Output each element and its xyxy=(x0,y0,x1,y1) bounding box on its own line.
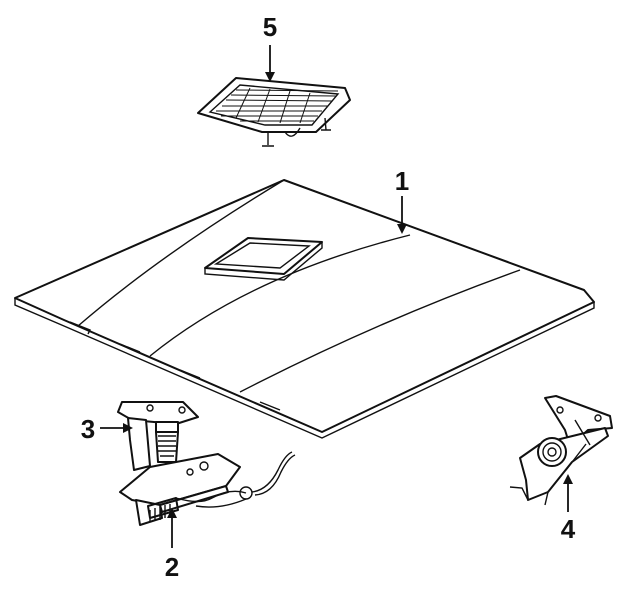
callout-1: 1 xyxy=(395,166,409,196)
leader-lines xyxy=(100,45,573,548)
callout-2: 2 xyxy=(165,552,179,582)
part-2-hood-latch xyxy=(119,451,296,526)
callout-4: 4 xyxy=(561,514,576,544)
part-1-hood-panel xyxy=(14,179,595,439)
arrowhead-5 xyxy=(265,72,275,82)
part-5-grille-insert xyxy=(197,77,351,147)
arrowhead-1 xyxy=(397,224,407,234)
hood-scoop-opening xyxy=(204,237,323,281)
callout-labels: 5 1 3 2 4 xyxy=(81,12,576,582)
arrowhead-3 xyxy=(123,423,133,433)
callout-3: 3 xyxy=(81,414,95,444)
part-3-latch-striker xyxy=(117,401,199,471)
arrowhead-2 xyxy=(167,508,177,518)
part-4-hood-hinge xyxy=(509,395,613,506)
arrowhead-4 xyxy=(563,474,573,484)
callout-5: 5 xyxy=(263,12,277,42)
striker-spring xyxy=(155,421,179,463)
